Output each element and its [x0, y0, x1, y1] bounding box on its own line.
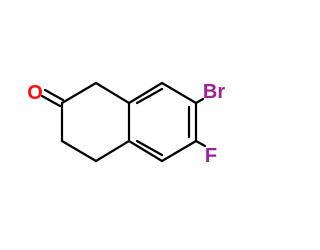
bond-c6-f — [194, 139, 207, 148]
bond-c5-c4a — [127, 139, 164, 163]
bond-c4-c4a — [94, 139, 131, 163]
aromatic-inner-bond-3 — [135, 139, 164, 157]
carbonyl-double-bond-outer — [43, 88, 65, 102]
bond-c8-c7 — [160, 81, 198, 105]
carbonyl-double-bond-inner — [40, 94, 62, 108]
bond-c8a-c8 — [127, 81, 164, 105]
bond-c3-c4 — [60, 139, 98, 163]
bond-c2-c1 — [60, 81, 98, 105]
oxygen-label: O — [27, 82, 43, 104]
structure-canvas: O Br F — [27, 81, 226, 167]
bond-c7-br — [194, 97, 205, 105]
aromatic-inner-bond-1 — [135, 87, 164, 105]
bond-c1-c8a — [94, 81, 131, 105]
bonds — [40, 81, 207, 163]
molecule-drawing: O Br F — [27, 81, 225, 167]
atom-labels: O Br F — [27, 81, 225, 167]
bond-c6-c5 — [160, 139, 198, 163]
bromine-label: Br — [203, 81, 225, 103]
fluorine-label: F — [205, 145, 217, 167]
